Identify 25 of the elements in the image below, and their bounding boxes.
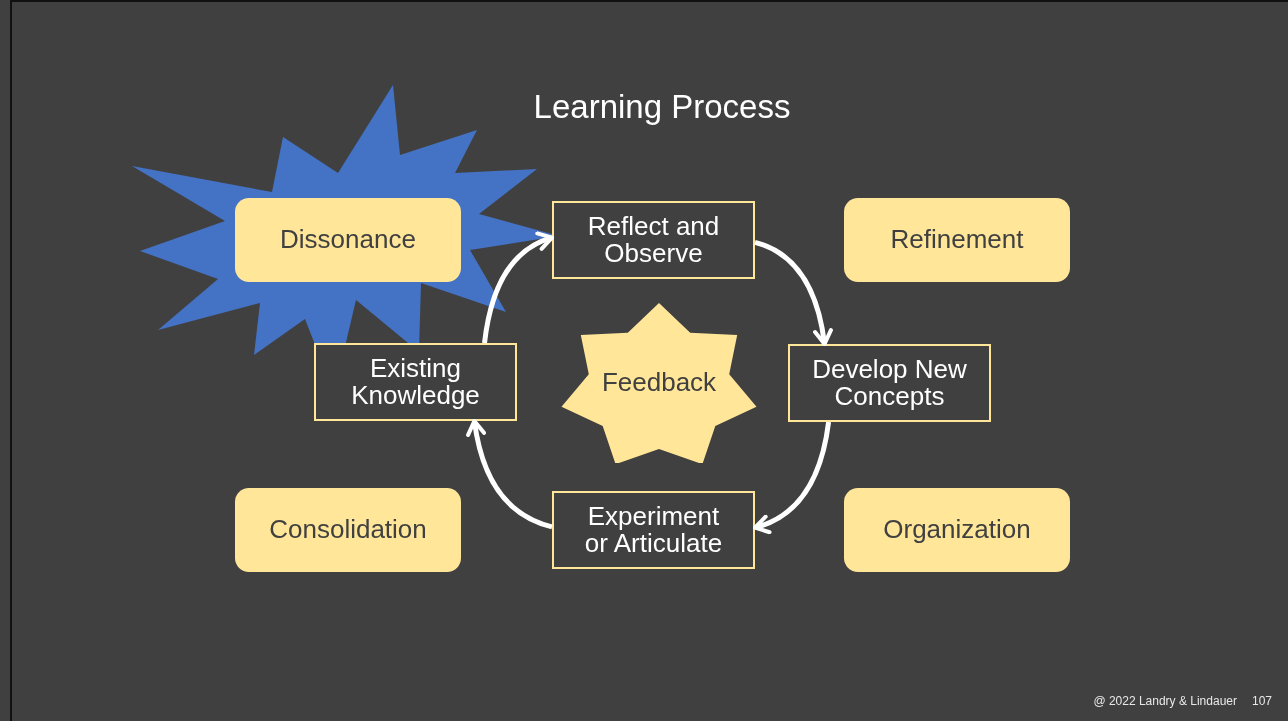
curved-arrow — [753, 421, 832, 534]
page-number: 107 — [1251, 694, 1272, 708]
node-label: Organization — [883, 516, 1031, 544]
stage-box — [235, 488, 461, 572]
star-shape — [559, 303, 759, 463]
stage-box — [844, 488, 1070, 572]
stage-box — [844, 198, 1070, 282]
curved-arrow — [466, 419, 553, 530]
node-label: Feedback — [601, 369, 717, 397]
node-label: Develop New Concepts — [811, 355, 968, 411]
node-label: Reflect and Observe — [586, 212, 721, 268]
stage-box — [235, 198, 461, 282]
node-label: Experiment or Articulate — [583, 502, 724, 558]
copyright-note: @ 2022 Landry & Lindauer — [1093, 694, 1237, 708]
title: Learning Process — [532, 88, 792, 126]
process-box — [552, 201, 755, 279]
node-label: Refinement — [890, 226, 1024, 254]
node-label: Dissonance — [280, 226, 416, 254]
process-box — [788, 344, 991, 422]
curved-arrow — [482, 232, 554, 344]
process-box — [314, 343, 517, 421]
node-label: Consolidation — [269, 516, 427, 544]
node-label: Existing Knowledge — [350, 354, 481, 410]
curved-arrow — [754, 239, 833, 346]
process-box — [552, 491, 755, 569]
